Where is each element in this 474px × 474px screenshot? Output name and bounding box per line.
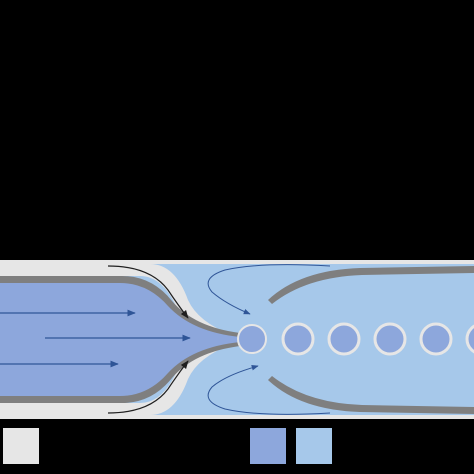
outlet-wall-upper [268,266,474,304]
channel-top-wall [0,260,474,264]
inlet-wall-lower [0,341,232,415]
inlet-wall-upper [0,264,232,338]
droplet-3 [373,322,407,356]
droplet-4 [419,322,453,356]
recirculation-arrow-upper [207,264,331,315]
sheath-arrow-upper [107,265,189,319]
droplet-2 [327,322,361,356]
continuous-phase-swatch [296,428,332,464]
dispersed-phase-stream [0,281,240,398]
wall-swatch [3,428,39,464]
inner-nozzle-wall-upper [0,276,240,337]
inner-nozzle-wall-lower [0,342,240,403]
droplet-5 [465,324,474,354]
sheath-arrow-lower [107,360,189,414]
forming-droplet [237,324,267,354]
dispersed-phase-swatch [250,428,286,464]
droplet-1 [281,322,315,356]
recirculation-arrow-lower [207,365,331,415]
droplet-train [237,322,474,356]
channel-bottom-wall [0,415,474,419]
outlet-wall-lower [268,376,474,414]
